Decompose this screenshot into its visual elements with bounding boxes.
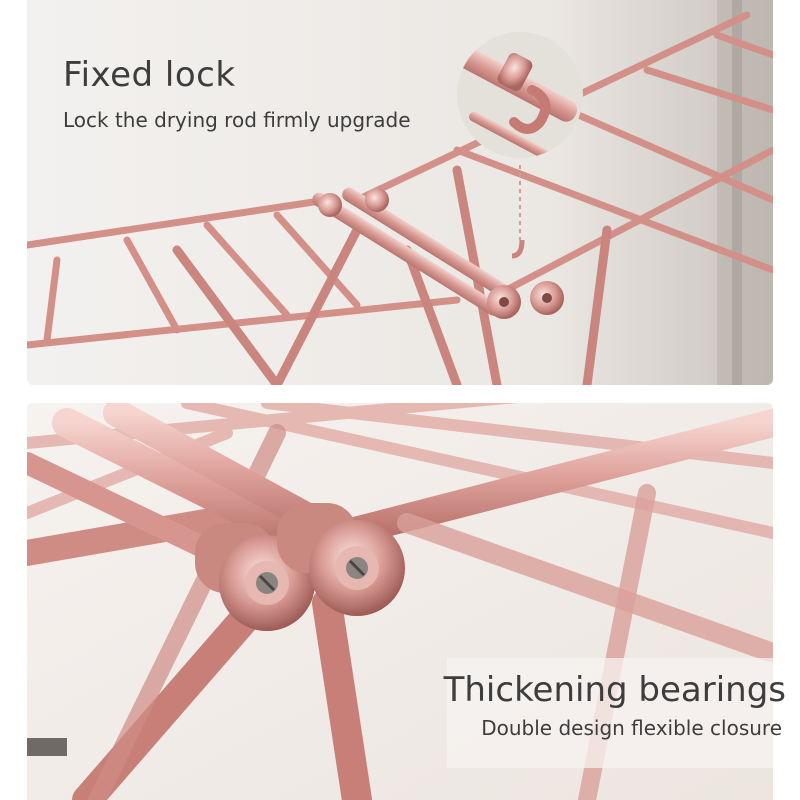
top-product-photo [27, 0, 773, 385]
lock-magnifier [457, 32, 583, 158]
fixed-lock-title: Fixed lock [63, 55, 236, 95]
fixed-lock-subtitle: Lock the drying rod firmly upgrade [63, 108, 411, 132]
bearing-left [195, 523, 315, 631]
bearings-title: Thickening bearings [443, 670, 786, 710]
rack-lock-illustration [27, 0, 773, 385]
rack-bearing-illustration [27, 403, 773, 800]
bottom-product-photo [27, 403, 773, 800]
bearings-subtitle: Double design flexible closure [481, 716, 782, 740]
bearing-right [277, 503, 405, 616]
